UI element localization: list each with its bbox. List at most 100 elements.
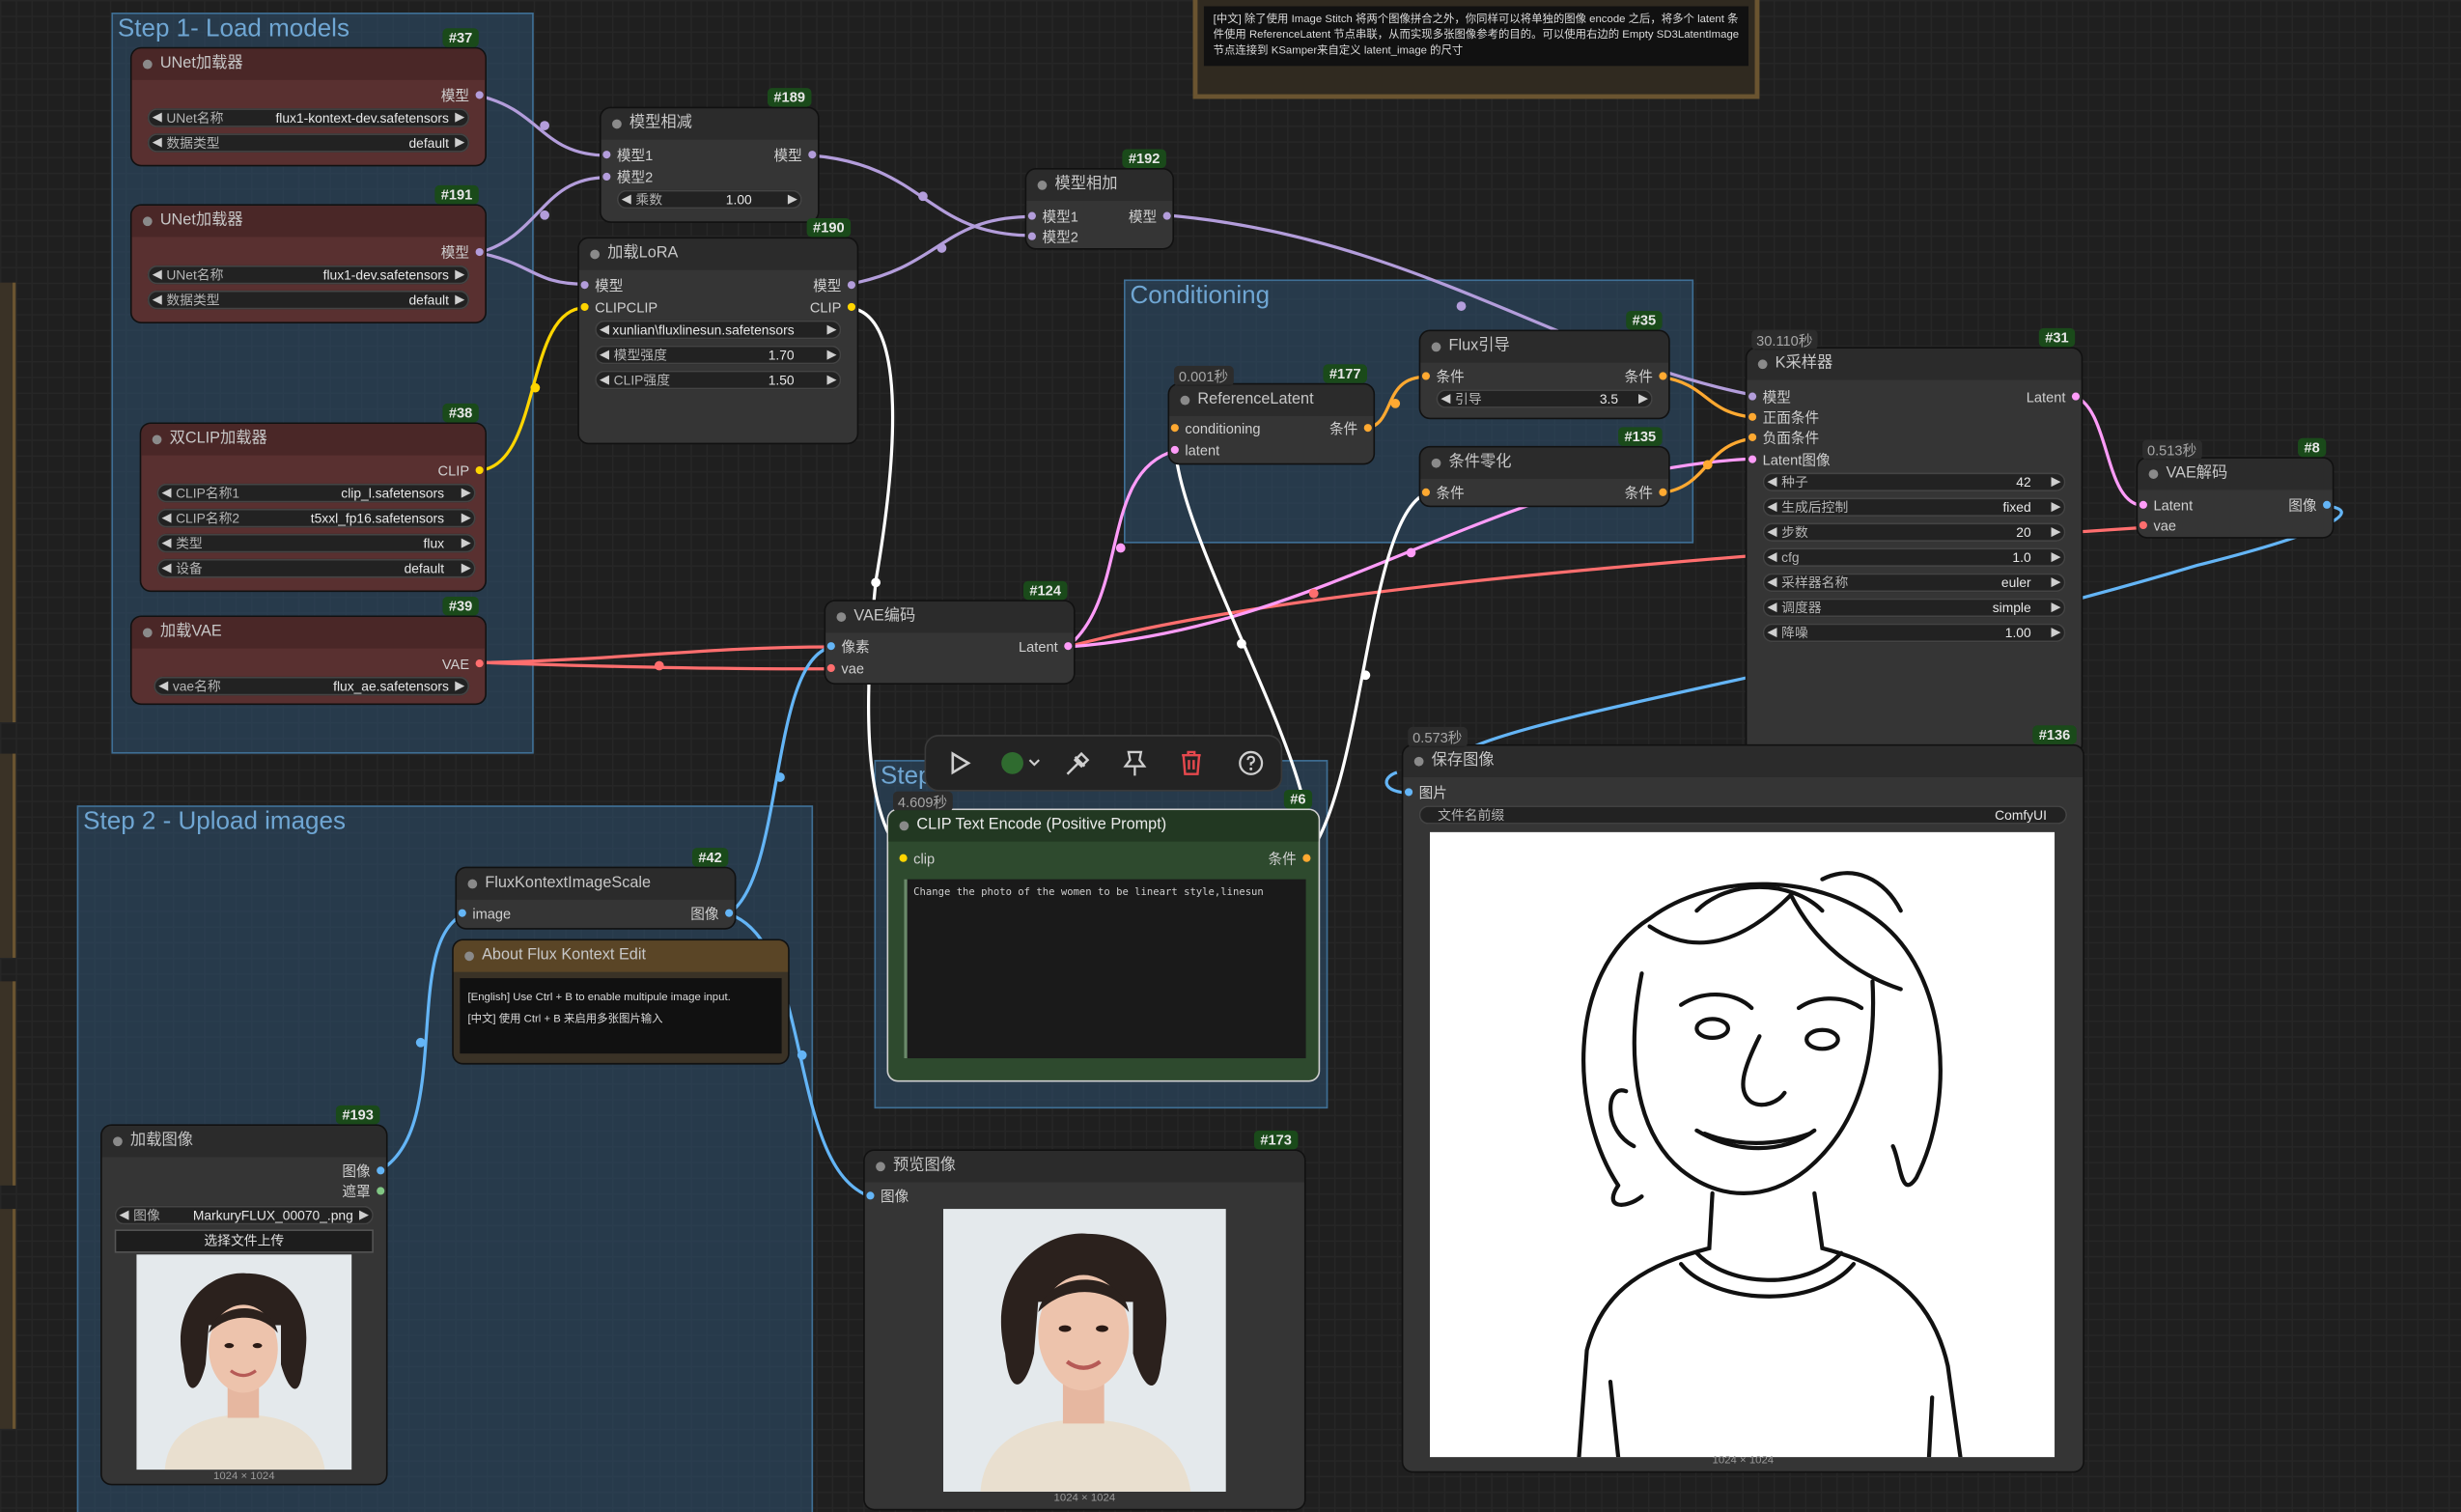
node-title[interactable]: 模型相减	[601, 108, 818, 140]
input-images[interactable]: 图像	[865, 1187, 909, 1206]
output-clip[interactable]: CLIP	[438, 462, 486, 481]
output-model[interactable]: 模型	[441, 86, 486, 105]
node-ksampler-31[interactable]: 30.110秒 #31 K采样器 模型 正面条件 负面条件 Latent图像 L…	[1747, 327, 2082, 754]
output-clip[interactable]: CLIP	[810, 298, 857, 318]
play-icon[interactable]	[941, 745, 976, 780]
input-conditioning[interactable]: 条件	[1420, 484, 1465, 503]
node-title[interactable]: 预览图像	[864, 1151, 1304, 1183]
node-flux-kontext-image-scale-42[interactable]: #42 FluxKontextImageScale image 图像	[457, 848, 735, 929]
input-positive[interactable]: 正面条件	[1747, 408, 1819, 428]
node-title[interactable]: About Flux Kontext Edit	[453, 940, 789, 972]
output-model[interactable]: 模型	[441, 243, 486, 263]
top-note[interactable]: [中文] 除了使用 Image Stitch 将两个图像拼合之外，你同样可以将单…	[1192, 0, 1760, 99]
input-conditioning[interactable]: conditioning	[1169, 419, 1261, 438]
widget-lora-name[interactable]: ◀xunlian\fluxlinesun.safetensors▶	[595, 320, 842, 340]
node-load-lora-190[interactable]: #190 加载LoRA 模型 CLIPCLIP 模型 CLIP ◀xunlian…	[578, 218, 857, 443]
node-title[interactable]: CLIP Text Encode (Positive Prompt)	[888, 810, 1319, 842]
node-title[interactable]: UNet加载器	[131, 48, 486, 80]
color-icon[interactable]	[995, 745, 1043, 780]
input-latent[interactable]: Latent	[2138, 496, 2193, 516]
output-conditioning[interactable]: 条件	[1625, 368, 1669, 387]
output-conditioning[interactable]: 条件	[1625, 484, 1669, 503]
input-latent-image[interactable]: Latent图像	[1747, 451, 1831, 470]
node-title[interactable]: 加载VAE	[131, 617, 486, 649]
output-model[interactable]: 模型	[773, 146, 818, 165]
bypass-icon[interactable]	[1061, 745, 1096, 780]
input-model2[interactable]: 模型2	[601, 168, 653, 187]
input-latent[interactable]: latent	[1169, 441, 1219, 461]
output-conditioning[interactable]: 条件	[1269, 850, 1313, 869]
input-model[interactable]: 模型	[579, 276, 623, 295]
note-about-flux-kontext[interactable]: About Flux Kontext Edit [English] Use Ct…	[453, 940, 789, 1063]
node-title[interactable]: VAE解码	[2138, 458, 2333, 490]
input-model[interactable]: 模型	[1747, 388, 1791, 407]
input-clip[interactable]: CLIPCLIP	[579, 298, 657, 318]
output-latent[interactable]: Latent	[1019, 637, 1074, 657]
output-mask[interactable]: 遮罩	[342, 1183, 386, 1202]
node-vae-encode-124[interactable]: #124 VAE编码 像素 vae Latent	[825, 580, 1074, 684]
node-title[interactable]: 保存图像	[1403, 745, 2083, 777]
node-vae-decode-8[interactable]: 0.513秒 #8 VAE解码 Latent vae 图像	[2138, 437, 2333, 538]
node-title[interactable]: 模型相加	[1026, 169, 1173, 202]
node-title[interactable]: Flux引导	[1420, 331, 1669, 363]
input-clip[interactable]: clip	[898, 850, 935, 869]
input-vae[interactable]: vae	[2138, 517, 2176, 536]
output-vae[interactable]: VAE	[442, 655, 485, 674]
input-model2[interactable]: 模型2	[1026, 228, 1078, 247]
node-model-add-192[interactable]: #192 模型相加 模型1 模型2 模型	[1026, 149, 1173, 248]
pin-icon[interactable]	[1117, 745, 1152, 780]
input-model1[interactable]: 模型1	[1026, 208, 1078, 227]
input-negative[interactable]: 负面条件	[1747, 429, 1819, 448]
node-title[interactable]: ReferenceLatent	[1169, 384, 1374, 416]
node-title[interactable]: 条件零化	[1420, 447, 1669, 479]
output-image[interactable]: 图像	[690, 905, 735, 924]
output-latent[interactable]: Latent	[2027, 388, 2082, 407]
node-reference-latent-177[interactable]: 0.001秒 #177 ReferenceLatent conditioning…	[1169, 364, 1374, 463]
upload-button[interactable]: 选择文件上传	[114, 1229, 374, 1253]
output-image[interactable]: 图像	[342, 1162, 386, 1181]
node-preview-image-173[interactable]: #173 预览图像 图像 1024 × 1024	[864, 1130, 1304, 1509]
node-title[interactable]: 加载LoRA	[578, 238, 857, 270]
node-conditioning-zero-out-135[interactable]: #135 条件零化 条件 条件	[1420, 427, 1669, 506]
output-model[interactable]: 模型	[1129, 208, 1173, 227]
node-title[interactable]: VAE编码	[825, 601, 1074, 633]
node-title[interactable]: 加载图像	[101, 1125, 386, 1158]
output-model[interactable]: 模型	[813, 276, 857, 295]
input-model1[interactable]: 模型1	[601, 146, 653, 165]
node-title[interactable]: K采样器	[1747, 349, 2082, 380]
node-clip-text-encode-6[interactable]: 4.609秒 #6 CLIP Text Encode (Positive Pro…	[888, 789, 1319, 1080]
output-conditioning[interactable]: 条件	[1329, 419, 1374, 438]
input-conditioning[interactable]: 条件	[1420, 368, 1465, 387]
prompt-textarea[interactable]: Change the photo of the women to be line…	[904, 879, 1306, 1059]
trash-icon[interactable]	[1174, 745, 1209, 780]
input-images[interactable]: 图片	[1403, 783, 1447, 802]
help-icon[interactable]	[1234, 745, 1269, 780]
